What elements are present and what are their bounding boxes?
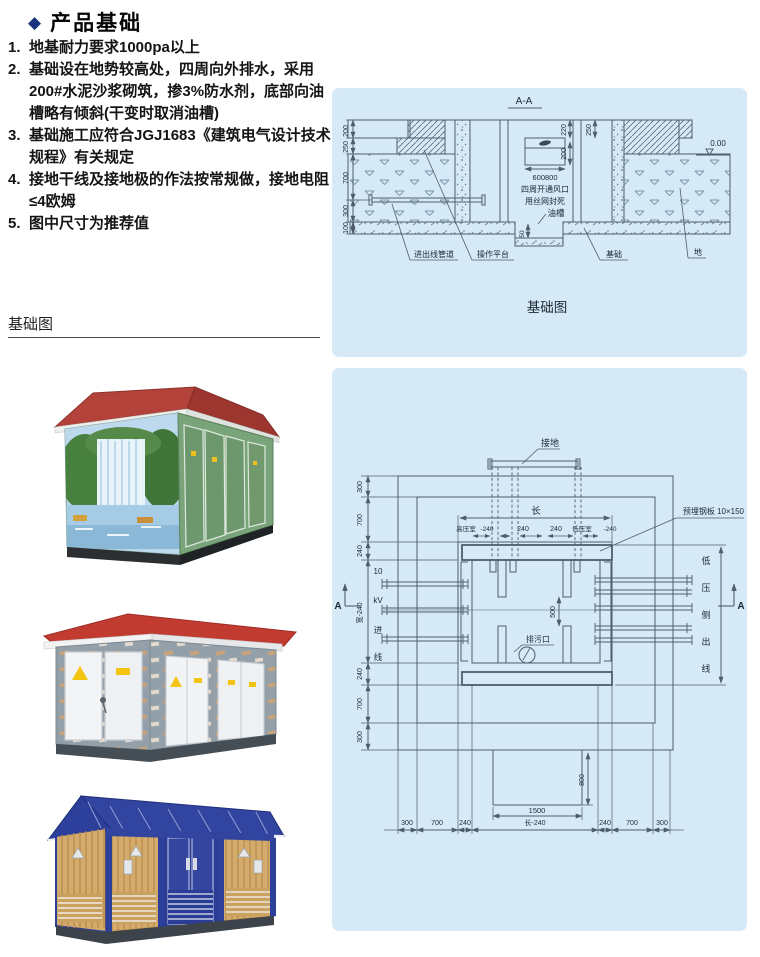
length-label: 长 <box>531 505 541 517</box>
waterfall-mural <box>65 413 180 549</box>
item-number: 3. <box>8 127 21 145</box>
grounding-label: 接地 <box>541 437 559 448</box>
lv-room-label: 低压室 <box>572 524 592 533</box>
dim: 240 <box>459 820 471 827</box>
hv-room-label: 高压室 <box>456 524 476 533</box>
item-text: 图中尺寸为推荐值 <box>29 215 150 233</box>
warning-sign <box>116 668 130 675</box>
lv-out-line: 低 <box>701 555 710 566</box>
page-title: 产品基础 <box>50 12 143 35</box>
warning-sign <box>191 451 196 456</box>
dim-250: 250 <box>586 124 593 136</box>
dim: 240 <box>550 526 562 533</box>
item-number: 4. <box>8 171 21 189</box>
item-text: 接地干线及接地极的作法按常规做，接地电阻≤4欧姆 <box>29 171 330 211</box>
section-mark-left: A <box>334 601 341 612</box>
oil-trench-label: 油槽 <box>547 208 565 218</box>
notes-list: 1. 地基耐力要求1000pa以上 2. 基础设在地势较高处，四周向外排水，采用… <box>8 37 335 235</box>
dim: -240 <box>480 526 493 533</box>
dim-500: 500 <box>550 606 557 618</box>
vent-note-2: 用丝网封死 <box>525 196 565 206</box>
plan-drawing: 接地 长 高压室 -240 240 240 低压室 -240 预埋钢板 10×1… <box>334 437 745 834</box>
dim: 240 <box>517 526 529 533</box>
dim-50: 50 <box>519 230 526 238</box>
list-item: 5. 图中尺寸为推荐值 <box>8 213 335 235</box>
section-title: A-A <box>516 96 533 107</box>
door-right <box>104 651 143 741</box>
platform-label: 操作平台 <box>477 249 509 259</box>
warning-sign <box>253 461 257 465</box>
warning-sign <box>212 457 217 462</box>
hv-in-line: 进 <box>374 625 383 635</box>
dim: 长-240 <box>524 818 545 827</box>
photo-waterfall-mural-substation <box>45 377 303 589</box>
dim: 200 <box>343 125 350 137</box>
dim: 240 <box>599 820 611 827</box>
dim-1500: 1500 <box>529 806 546 815</box>
list-item: 4. 接地干线及接地极的作法按常规做，接地电阻≤4欧姆 <box>8 169 335 213</box>
dim-220: 220 <box>561 124 568 136</box>
dim: 300 <box>656 820 668 827</box>
item-number: 5. <box>8 215 21 233</box>
page-header: ◆ 产品基础 <box>28 7 142 37</box>
hv-in-line: 10 <box>374 567 383 576</box>
embedded-plate-label: 预埋钢板 10×150 <box>683 506 745 516</box>
vent-note-1: 四周开通风口 <box>521 184 569 194</box>
dim: 700 <box>626 820 638 827</box>
section-label: 基础图 <box>8 313 320 338</box>
dim-800: 800 <box>579 774 586 786</box>
warning-triangle <box>72 666 88 680</box>
item-text: 基础设在地势较高处，四周向外排水，采用200#水泥沙浆砌筑，掺3%防水剂，底部向… <box>29 61 325 123</box>
level-mark: 0.00 <box>710 139 726 148</box>
section-mark-right: A <box>737 601 744 612</box>
dim: 700 <box>343 172 350 184</box>
width-dim: 宽-240 <box>355 602 364 623</box>
dim: 250 <box>343 141 350 153</box>
drain-label: 排污口 <box>526 634 550 644</box>
section-drawing-panel: A-A 200 250 700 300 100 220 200 250 6008… <box>332 88 747 357</box>
dim: 100 <box>343 222 350 234</box>
hv-in-line: 线 <box>374 652 383 662</box>
item-text: 基础施工应符合JGJ1683《建筑电气设计技术规程》有关规定 <box>29 127 331 167</box>
dim: 240 <box>357 545 364 557</box>
door-left <box>64 651 103 741</box>
dim: 700 <box>357 698 364 710</box>
list-item: 2. 基础设在地势较高处，四周向外排水，采用200#水泥沙浆砌筑，掺3%防水剂，… <box>8 59 335 125</box>
dim-200: 200 <box>561 148 568 160</box>
item-number: 1. <box>8 39 21 56</box>
lv-out-line: 线 <box>701 663 710 674</box>
dim: 300 <box>357 481 364 493</box>
diamond-bullet-icon: ◆ <box>28 12 42 32</box>
list-item: 3. 基础施工应符合JGJ1683《建筑电气设计技术规程》有关规定 <box>8 125 335 169</box>
item-text: 地基耐力要求1000pa以上 <box>29 39 200 56</box>
lv-out-line: 出 <box>701 636 710 647</box>
dim: -240 <box>603 526 616 533</box>
pipes-label: 进出线管道 <box>414 249 454 259</box>
foundation-label: 基础 <box>606 249 622 259</box>
ground-label: 地 <box>694 247 702 257</box>
drawing-caption: 基础图 <box>527 299 568 315</box>
photo-brick-substation <box>32 600 304 780</box>
lv-out-line: 压 <box>701 583 710 593</box>
dim: 300 <box>357 731 364 743</box>
dim: 240 <box>357 668 364 680</box>
list-item: 1. 地基耐力要求1000pa以上 <box>8 37 335 59</box>
plan-drawing-panel: 接地 长 高压室 -240 240 240 低压室 -240 预埋钢板 10×1… <box>332 368 747 931</box>
vent-size: 600800 <box>532 173 557 182</box>
dim: 700 <box>431 820 443 827</box>
hv-in-line: kV <box>373 596 383 605</box>
item-number: 2. <box>8 61 21 79</box>
dim: 700 <box>357 514 364 526</box>
section-drawing: A-A 200 250 700 300 100 220 200 250 6008… <box>343 96 731 315</box>
dim: 300 <box>401 820 413 827</box>
lv-out-line: 侧 <box>701 609 710 620</box>
dim: 300 <box>343 205 350 217</box>
photo-wood-slat-substation <box>32 786 304 956</box>
